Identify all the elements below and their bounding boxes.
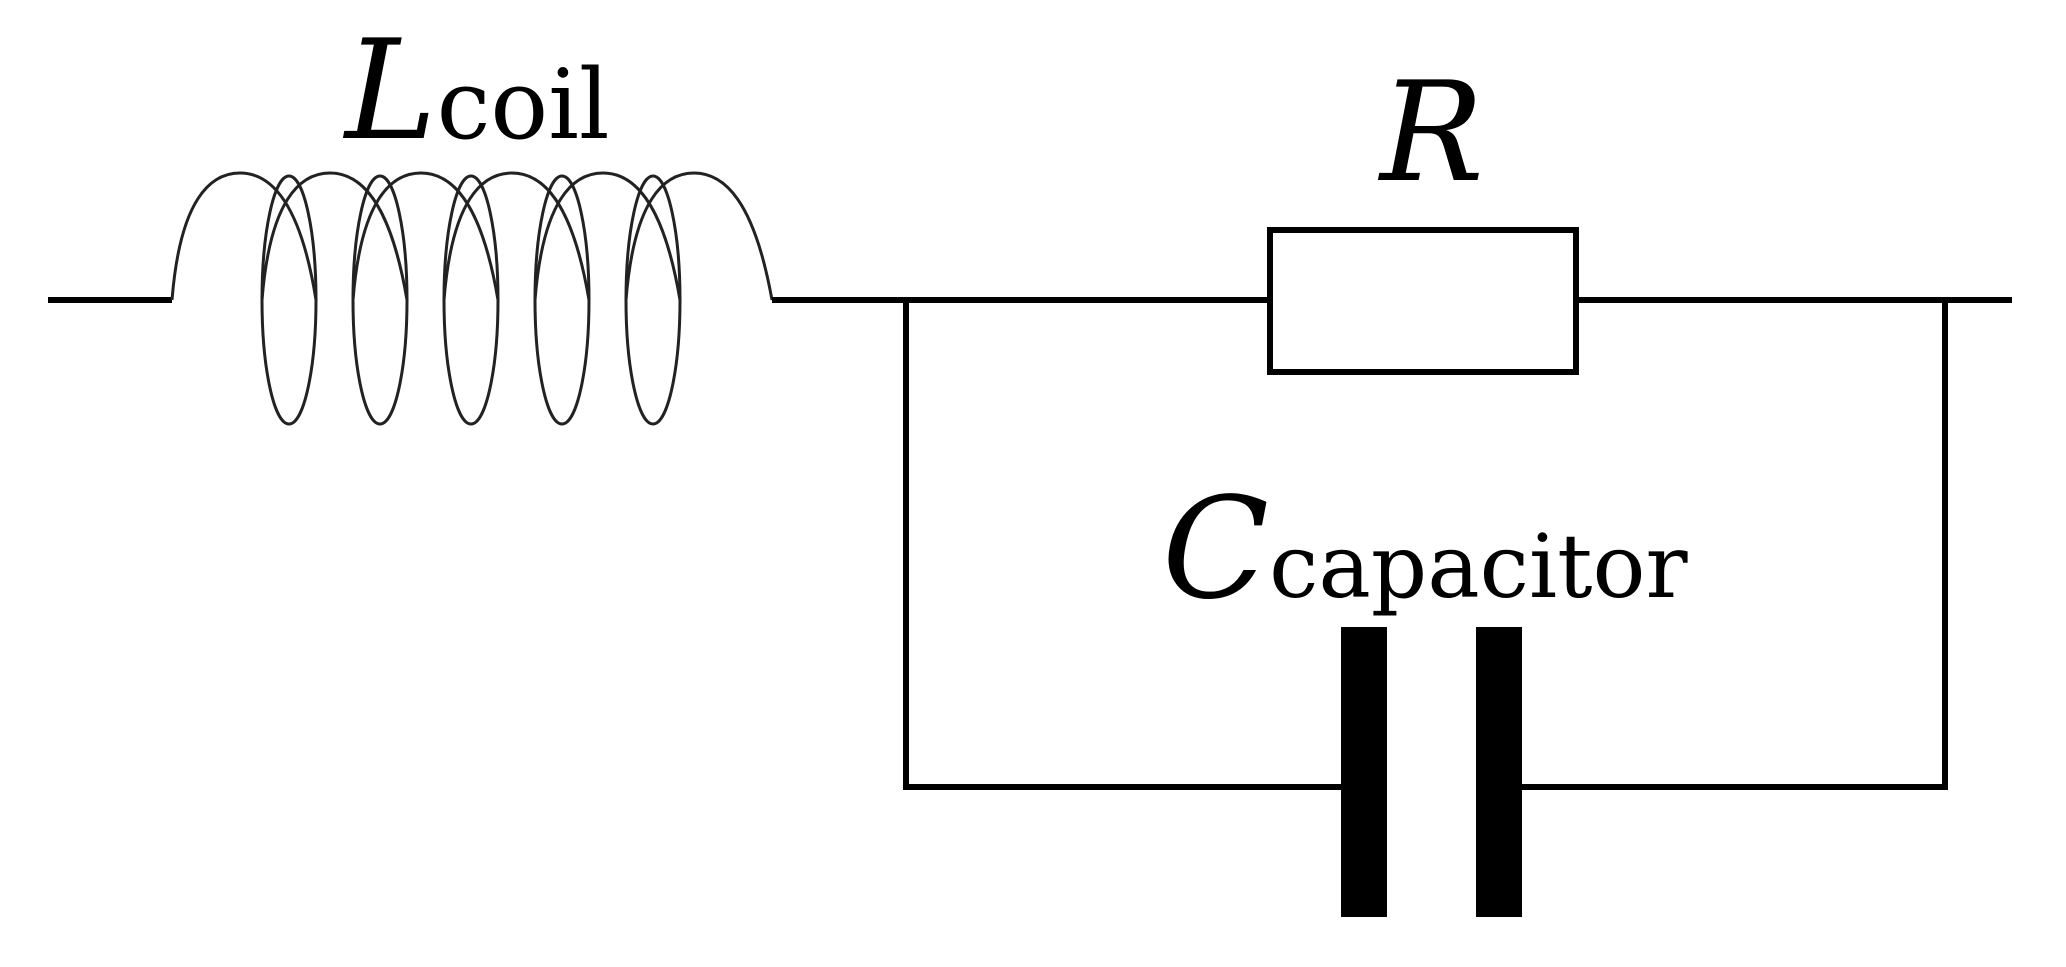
capacitor-plate-left (1341, 627, 1387, 917)
inductor-coil (170, 171, 774, 426)
inductor-label: Lcoil (342, 10, 610, 171)
capacitor-plate-right (1476, 627, 1522, 917)
resistor-body (1267, 227, 1579, 375)
capacitor-label: Ccapacitor (1162, 468, 1688, 631)
resistor-label: R (1377, 52, 1484, 213)
